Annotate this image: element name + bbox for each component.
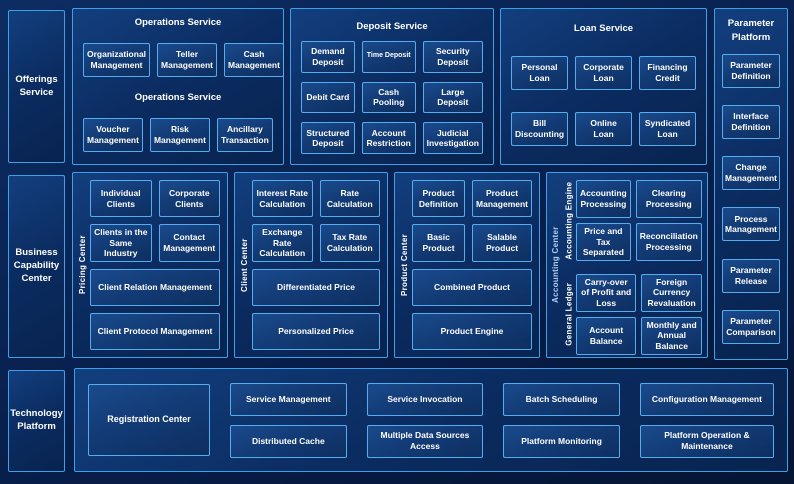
panel-title: Deposit Service: [356, 21, 428, 32]
accounting-center-vertical-label: Accounting Center: [551, 226, 560, 304]
pricing-center-vertical-label: Pricing Center: [78, 235, 87, 295]
node-corporate-loan: Corporate Loan: [575, 56, 632, 90]
node-corporate-clients: Corporate Clients: [158, 180, 220, 218]
node-online-loan: Online Loan: [575, 112, 633, 146]
tech-column-3: Batch Scheduling Platform Monitoring: [503, 382, 620, 458]
node-demand-deposit: Demand Deposit: [301, 41, 355, 73]
node-voucher-management: Voucher Management: [83, 118, 143, 152]
node-process-management: Process Management: [722, 207, 780, 242]
panel-parameter-platform: Parameter Platform Parameter Definition …: [714, 8, 788, 360]
node-structured-deposit: Structured Deposit: [301, 122, 355, 154]
node-accounting-processing: Accounting Processing: [576, 180, 631, 218]
sidebar-label: Offerings Service: [15, 73, 58, 98]
node-financing-credit: Financing Credit: [639, 56, 696, 90]
node-differentiated-price: Differentiated Price: [252, 268, 380, 306]
tech-column-2: Service Invocation Multiple Data Sources…: [366, 382, 484, 458]
panel-client-center: Client Center Interest Rate Calculation …: [234, 172, 388, 358]
client-center-vertical-label: Client Center: [240, 238, 249, 292]
sidebar-item-business-capability-center: Business Capability Center: [8, 175, 65, 358]
node-parameter-comparison: Parameter Comparison: [722, 309, 780, 344]
sidebar-item-technology-platform: Technology Platform: [8, 370, 65, 472]
node-interface-definition: Interface Definition: [722, 104, 780, 139]
node-platform-monitoring: Platform Monitoring: [503, 424, 620, 458]
panel-accounting-center: Accounting Center Accounting Engine Acco…: [546, 172, 708, 358]
node-client-relation-management: Client Relation Management: [90, 268, 220, 306]
node-debit-card: Debit Card: [301, 81, 355, 114]
node-configuration-management: Configuration Management: [639, 382, 774, 416]
node-carry-over-profit-loss: Carry-over of Profit and Loss: [576, 273, 637, 312]
node-client-protocol-management: Client Protocol Management: [90, 312, 220, 350]
node-distributed-cache: Distributed Cache: [230, 424, 347, 458]
node-exchange-rate-calculation: Exchange Rate Calculation: [252, 224, 313, 262]
node-contact-management: Contact Management: [158, 224, 220, 262]
panel-operations-service: Operations Service Organizational Manage…: [72, 8, 284, 165]
node-parameter-release: Parameter Release: [722, 258, 780, 293]
node-clearing-processing: Clearing Processing: [635, 180, 702, 218]
node-basic-product: Basic Product: [412, 224, 466, 262]
node-personal-loan: Personal Loan: [511, 56, 568, 90]
node-large-deposit: Large Deposit: [422, 81, 483, 114]
node-personalized-price: Personalized Price: [252, 312, 380, 350]
node-time-deposit: Time Deposit: [361, 41, 416, 73]
tech-column-4: Configuration Management Platform Operat…: [639, 382, 774, 458]
node-monthly-annual-balance: Monthly and Annual Balance: [641, 316, 702, 355]
node-product-definition: Product Definition: [412, 180, 466, 218]
node-multiple-data-sources-access: Multiple Data Sources Access: [366, 424, 484, 458]
node-risk-management: Risk Management: [149, 118, 210, 152]
accounting-engine-vertical-label: Accounting Engine: [564, 181, 574, 260]
node-platform-operation-maintenance: Platform Operation & Maintenance: [639, 424, 774, 458]
node-parameter-definition: Parameter Definition: [722, 53, 780, 88]
panel-sub-title: Operations Service: [134, 92, 222, 103]
sidebar-item-offerings-service: Offerings Service: [8, 10, 65, 163]
node-cash-pooling: Cash Pooling: [361, 81, 416, 114]
node-bill-discounting: Bill Discounting: [511, 112, 569, 146]
node-tax-rate-calculation: Tax Rate Calculation: [319, 224, 380, 262]
node-reconciliation-processing: Reconciliation Processing: [635, 222, 702, 261]
node-rate-calculation: Rate Calculation: [319, 180, 380, 218]
panel-loan-service: Loan Service Personal Loan Corporate Loa…: [500, 8, 707, 165]
node-combined-product: Combined Product: [412, 268, 532, 306]
node-account-restriction: Account Restriction: [361, 122, 416, 154]
node-service-invocation: Service Invocation: [366, 382, 484, 416]
node-judicial-investigation: Judicial Investigation: [422, 122, 483, 154]
node-foreign-currency-revaluation: Foreign Currency Revaluation: [641, 273, 702, 312]
node-price-and-tax-separated: Price and Tax Separated: [576, 222, 631, 261]
node-account-balance: Account Balance: [576, 316, 637, 355]
accounting-engine-group: Accounting Engine Accounting Processing …: [562, 180, 702, 261]
node-product-engine: Product Engine: [412, 312, 532, 350]
panel-title: Loan Service: [573, 23, 634, 34]
node-salable-product: Salable Product: [472, 224, 532, 262]
product-center-vertical-label: Product Center: [400, 234, 409, 296]
panel-product-center: Product Center Product Definition Produc…: [394, 172, 540, 358]
panel-technology-platform: Registration Center Service Management D…: [74, 368, 788, 472]
panel-title: Parameter Platform: [727, 18, 775, 44]
node-service-management: Service Management: [230, 382, 347, 416]
tech-column-1: Service Management Distributed Cache: [230, 382, 347, 458]
node-registration-center: Registration Center: [88, 384, 210, 456]
node-teller-management: Teller Management: [157, 43, 217, 77]
panel-deposit-service: Deposit Service Demand Deposit Time Depo…: [290, 8, 494, 165]
node-organizational-management: Organizational Management: [83, 43, 151, 77]
node-change-management: Change Management: [722, 156, 780, 191]
node-cash-management: Cash Management: [224, 43, 284, 77]
general-ledger-group: General Ledger Carry-over of Profit and …: [562, 273, 702, 355]
node-product-management: Product Management: [472, 180, 532, 218]
node-security-deposit: Security Deposit: [422, 41, 483, 73]
panel-pricing-center: Pricing Center Individual Clients Corpor…: [72, 172, 228, 358]
panel-title: Operations Service: [134, 17, 222, 28]
node-batch-scheduling: Batch Scheduling: [503, 382, 620, 416]
node-syndicated-loan: Syndicated Loan: [639, 112, 696, 146]
sidebar-label: Technology Platform: [10, 408, 63, 432]
node-interest-rate-calculation: Interest Rate Calculation: [252, 180, 313, 218]
node-clients-same-industry: Clients in the Same Industry: [90, 224, 152, 262]
sidebar-label: Business Capability Center: [13, 247, 60, 284]
general-ledger-vertical-label: General Ledger: [564, 282, 574, 346]
node-individual-clients: Individual Clients: [90, 180, 152, 218]
node-ancillary-transaction: Ancillary Transaction: [216, 118, 273, 152]
